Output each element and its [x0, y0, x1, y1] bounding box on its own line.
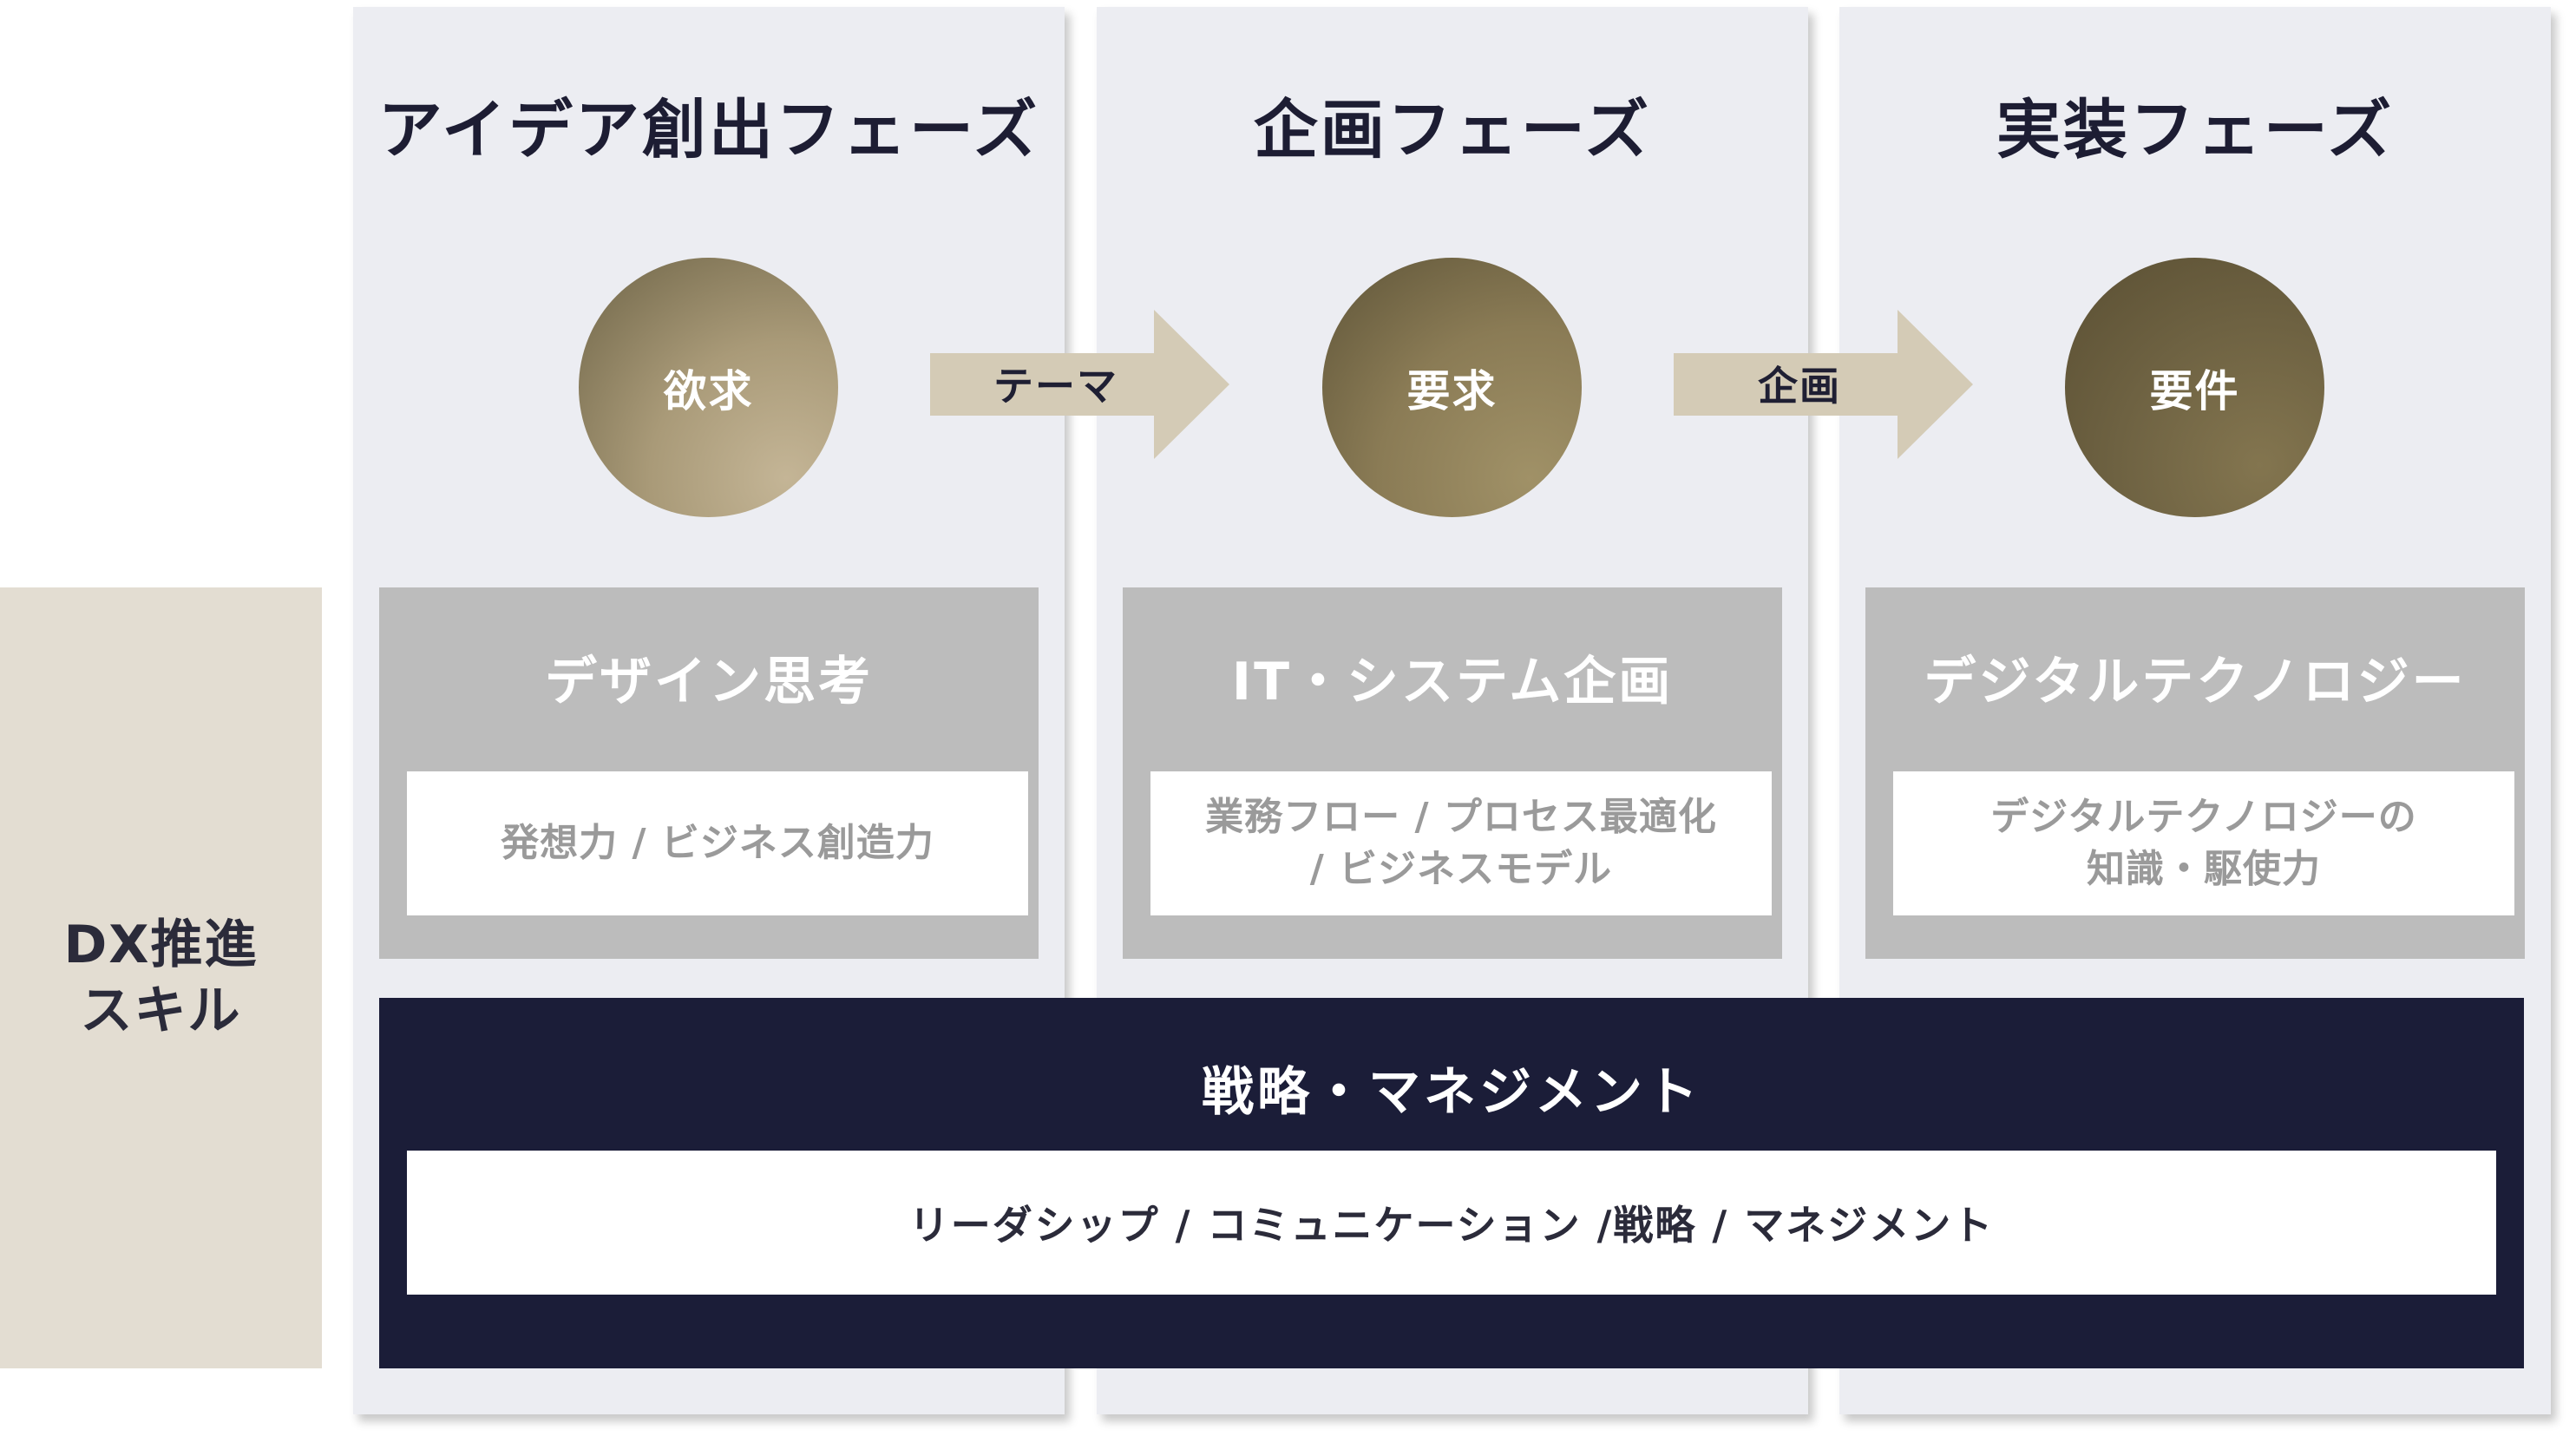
arrow-planning-shape	[1674, 310, 1973, 459]
skill-title-digital-tech: デジタルテクノロジー	[1924, 652, 2467, 712]
dx-skill-label-line1: DX推進	[63, 915, 259, 975]
skill-detail-line1: 発想力 / ビジネス創造力	[501, 821, 934, 865]
arrow-theme-label: テーマ	[993, 363, 1118, 410]
circle-requirement-label: 要件	[2149, 365, 2240, 417]
circle-request: 要求	[1322, 258, 1582, 517]
phase-title-planning: 企画フェーズ	[1253, 93, 1652, 167]
circle-requirement: 要件	[2065, 258, 2324, 517]
dx-skill-label: DX推進 スキル	[0, 587, 322, 1368]
skill-detail-line1: デジタルテクノロジーの	[1990, 795, 2417, 839]
skill-box-it-system: IT・システム企画 業務フロー / プロセス最適化 / ビジネスモデル	[1123, 587, 1782, 959]
strategy-title: 戦略・マネジメント	[1202, 1062, 1701, 1123]
phase-title-implementation: 実装フェーズ	[1996, 93, 2395, 167]
strategy-management-band: 戦略・マネジメント リーダシップ / コミュニケーション /戦略 / マネジメン…	[379, 998, 2524, 1368]
arrow-planning-label: 企画	[1758, 363, 1841, 410]
skill-detail-design-thinking: 発想力 / ビジネス創造力	[407, 771, 1028, 915]
skill-detail-line1: 業務フロー / プロセス最適化	[1205, 795, 1717, 839]
skill-box-digital-tech: デジタルテクノロジー デジタルテクノロジーの 知識・駆使力	[1865, 587, 2525, 959]
skill-title-design-thinking: デザイン思考	[545, 652, 873, 712]
skill-detail-line2: 知識・駆使力	[2086, 847, 2321, 891]
arrow-theme: テーマ	[930, 310, 1229, 459]
arrow-planning: 企画	[1674, 310, 1973, 459]
circle-desire-label: 欲求	[663, 365, 754, 417]
arrow-theme-shape	[930, 310, 1229, 459]
skill-detail-digital-tech: デジタルテクノロジーの 知識・駆使力	[1893, 771, 2514, 915]
skill-box-design-thinking: デザイン思考 発想力 / ビジネス創造力	[379, 587, 1039, 959]
strategy-detail: リーダシップ / コミュニケーション /戦略 / マネジメント	[407, 1151, 2496, 1295]
skill-detail-it-system: 業務フロー / プロセス最適化 / ビジネスモデル	[1150, 771, 1772, 915]
phase-title-idea: アイデア創出フェーズ	[377, 93, 1040, 167]
circle-request-label: 要求	[1406, 365, 1498, 417]
skill-title-it-system: IT・システム企画	[1231, 652, 1674, 712]
dx-skill-label-line2: スキル	[80, 981, 242, 1041]
circle-desire: 欲求	[579, 258, 838, 517]
skill-detail-line2: / ビジネスモデル	[1309, 847, 1613, 891]
